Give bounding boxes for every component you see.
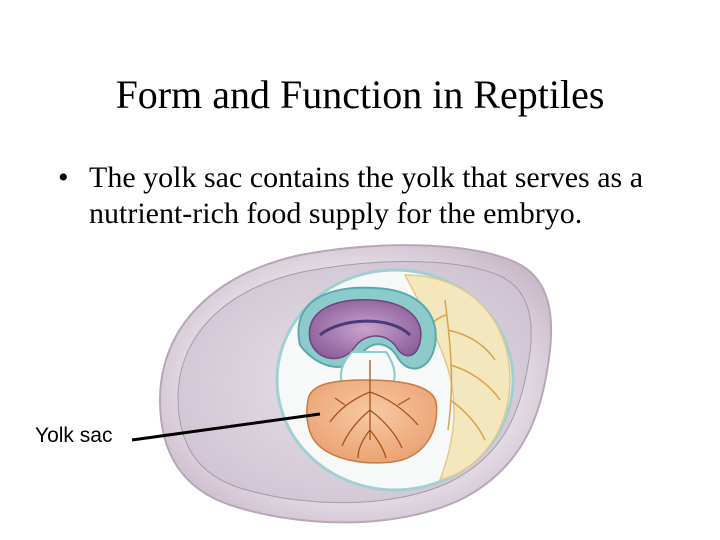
slide-title: Form and Function in Reptiles — [115, 72, 605, 117]
yolk-sac-callout-line — [131, 412, 321, 442]
yolk-vessels — [329, 360, 419, 459]
embryo — [308, 299, 422, 360]
bullet-marker: • — [58, 161, 69, 194]
bullet-item: • The yolk sac contains the yolk that se… — [58, 160, 698, 232]
yolk-sac-label: Yolk sac — [35, 424, 113, 447]
bullet-list: • The yolk sac contains the yolk that se… — [58, 160, 698, 232]
bullet-text: The yolk sac contains the yolk that serv… — [89, 161, 644, 230]
